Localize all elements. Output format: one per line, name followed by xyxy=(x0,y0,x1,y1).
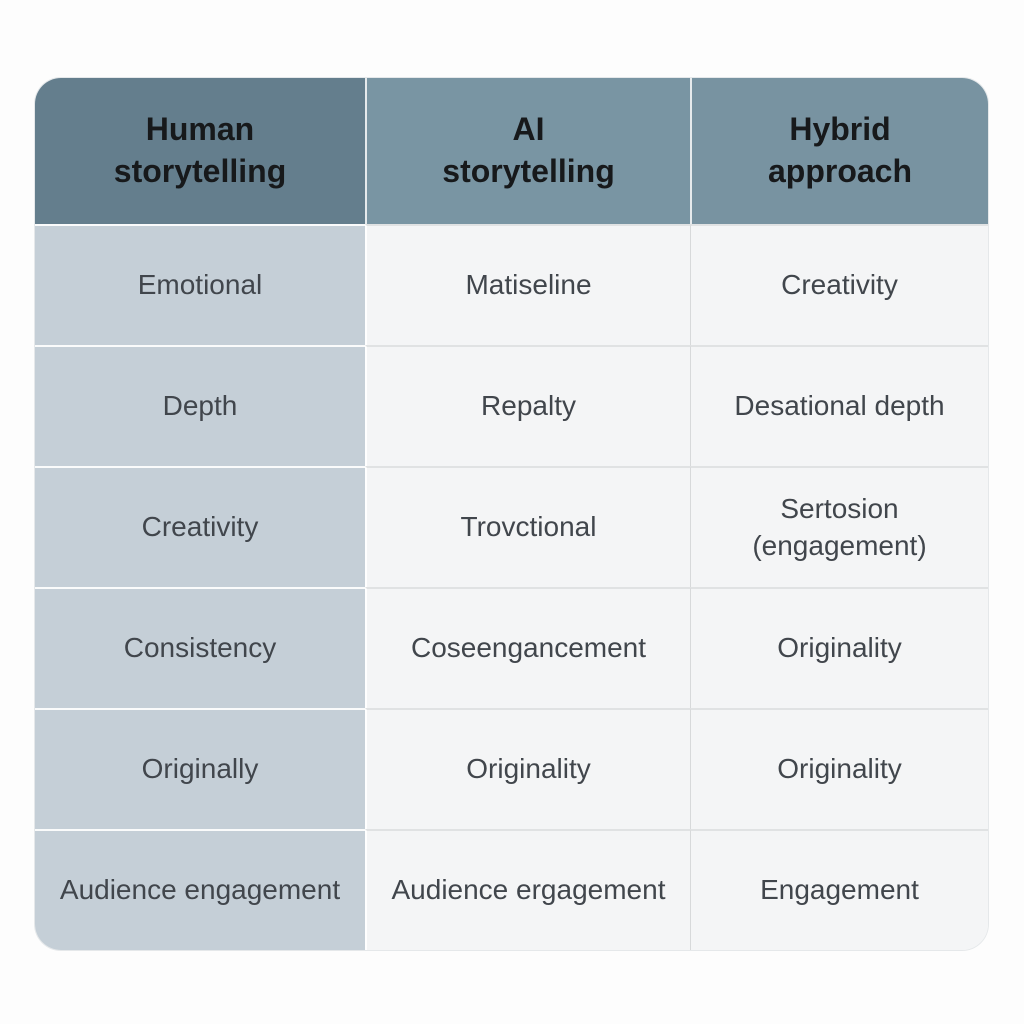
table-cell: Emotional xyxy=(35,224,365,345)
column-header-ai-storytelling: AI storytelling xyxy=(365,78,690,224)
table-cell: Desational depth xyxy=(690,345,988,466)
cell-text: Originally xyxy=(141,753,259,785)
table-cell: Repalty xyxy=(365,345,690,466)
cell-text: Engagement xyxy=(760,874,919,906)
table-cell: Creativity xyxy=(690,224,988,345)
table-cell: Consistency xyxy=(35,587,365,708)
column-header-hybrid-approach: Hybrid approach xyxy=(690,78,988,224)
column-header-label: Hybrid approach xyxy=(767,111,913,189)
cell-text: Emotional xyxy=(137,269,263,301)
column-header-human-storytelling: Human storytelling xyxy=(35,78,365,224)
cell-text: Creativity xyxy=(781,269,898,301)
table-cell: Audience engagement xyxy=(35,829,365,950)
column-header-label: AI storytelling xyxy=(442,111,615,189)
cell-text: Desational depth xyxy=(734,390,945,422)
column-header-label: Human storytelling xyxy=(113,111,287,189)
table-cell: Originality xyxy=(690,708,988,829)
table-cell: Engagement xyxy=(690,829,988,950)
table-cell: Audience ergagement xyxy=(365,829,690,950)
table-cell: Coseengancement xyxy=(365,587,690,708)
table-cell: Originality xyxy=(690,587,988,708)
table-cell: Originality xyxy=(365,708,690,829)
cell-text: Audience engagement xyxy=(59,874,341,906)
table-cell: Trovctional xyxy=(365,466,690,587)
cell-text: Matiseline xyxy=(465,269,592,301)
cell-text: Consistency xyxy=(123,632,277,664)
cell-text: Coseengancement xyxy=(410,632,647,664)
cell-text: Repalty xyxy=(481,390,576,422)
cell-text: Originality xyxy=(777,632,902,664)
cell-text: Originality xyxy=(777,753,902,785)
cell-text: Trovctional xyxy=(460,511,597,543)
cell-text: Creativity xyxy=(141,511,259,543)
table-cell: Depth xyxy=(35,345,365,466)
cell-text: Sertosion (engagement) xyxy=(752,493,927,561)
cell-text: Audience ergagement xyxy=(391,874,666,906)
comparison-table: Human storytelling AI storytelling Hybri… xyxy=(35,78,988,950)
table-cell: Sertosion (engagement) xyxy=(690,466,988,587)
cell-text: Depth xyxy=(162,390,238,422)
cell-text: Originality xyxy=(466,753,591,785)
table-cell: Creativity xyxy=(35,466,365,587)
table-cell: Matiseline xyxy=(365,224,690,345)
table-cell: Originally xyxy=(35,708,365,829)
